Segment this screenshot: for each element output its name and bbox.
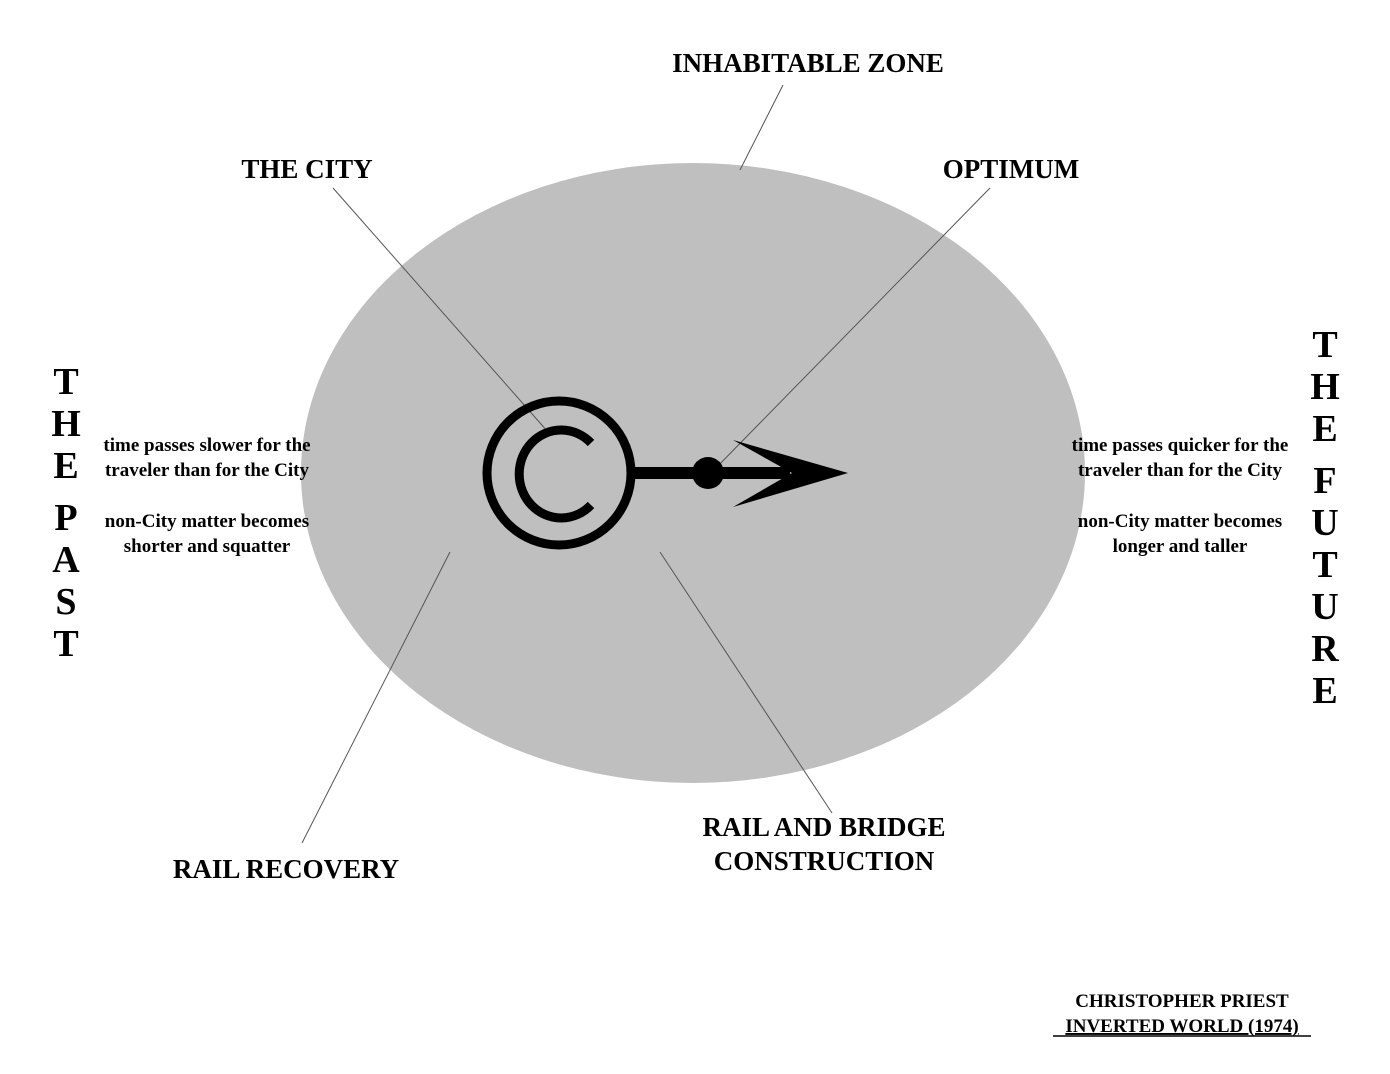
leader-rail-recovery [301,551,451,844]
leader-inhabitable-zone [739,84,784,171]
future-letter: T [1312,544,1337,586]
past-note-matter-line2: shorter and squatter [124,536,291,557]
the-past-title: T H E P A S T [51,361,81,665]
future-note-matter-line2: longer and taller [1113,536,1248,557]
leader-optimum [711,187,991,473]
credit-author: CHRISTOPHER PRIEST [1075,991,1289,1012]
past-letter: H [51,403,81,445]
future-letter: U [1311,586,1338,628]
future-letter: E [1312,670,1337,712]
future-letter: U [1311,502,1338,544]
credit-work: INVERTED WORLD (1974) [1065,1016,1298,1037]
past-letter: S [55,581,76,623]
direction-arrow-icon [630,440,848,507]
label-rail-bridge-line1: RAIL AND BRIDGE [702,812,945,842]
leader-rail-bridge [659,551,833,814]
past-letter: T [53,623,78,665]
label-rail-bridge-line2: CONSTRUCTION [714,846,935,876]
label-rail-recovery: RAIL RECOVERY [173,854,399,884]
past-note-matter-line1: non-City matter becomes [105,511,309,532]
future-letter: F [1313,460,1336,502]
the-future-title: T H E F U T U R E [1310,324,1340,712]
label-optimum: OPTIMUM [943,154,1079,184]
future-letter: T [1312,324,1337,366]
past-note-time-line1: time passes slower for the [103,435,310,456]
future-letter: R [1311,628,1339,670]
future-note-time-line1: time passes quicker for the [1072,435,1289,456]
past-note-time-line2: traveler than for the City [105,460,310,481]
label-inhabitable-zone: INHABITABLE ZONE [672,48,944,78]
optimum-point [692,457,724,489]
past-letter: T [53,361,78,403]
leader-the-city [332,187,549,433]
future-note-matter-line1: non-City matter becomes [1078,511,1282,532]
past-letter: A [52,539,80,581]
past-letter: P [54,497,77,539]
future-letter: H [1310,366,1340,408]
future-letter: E [1312,408,1337,450]
label-the-city: THE CITY [241,154,372,184]
future-note-time-line2: traveler than for the City [1078,460,1283,481]
past-letter: E [53,445,78,487]
